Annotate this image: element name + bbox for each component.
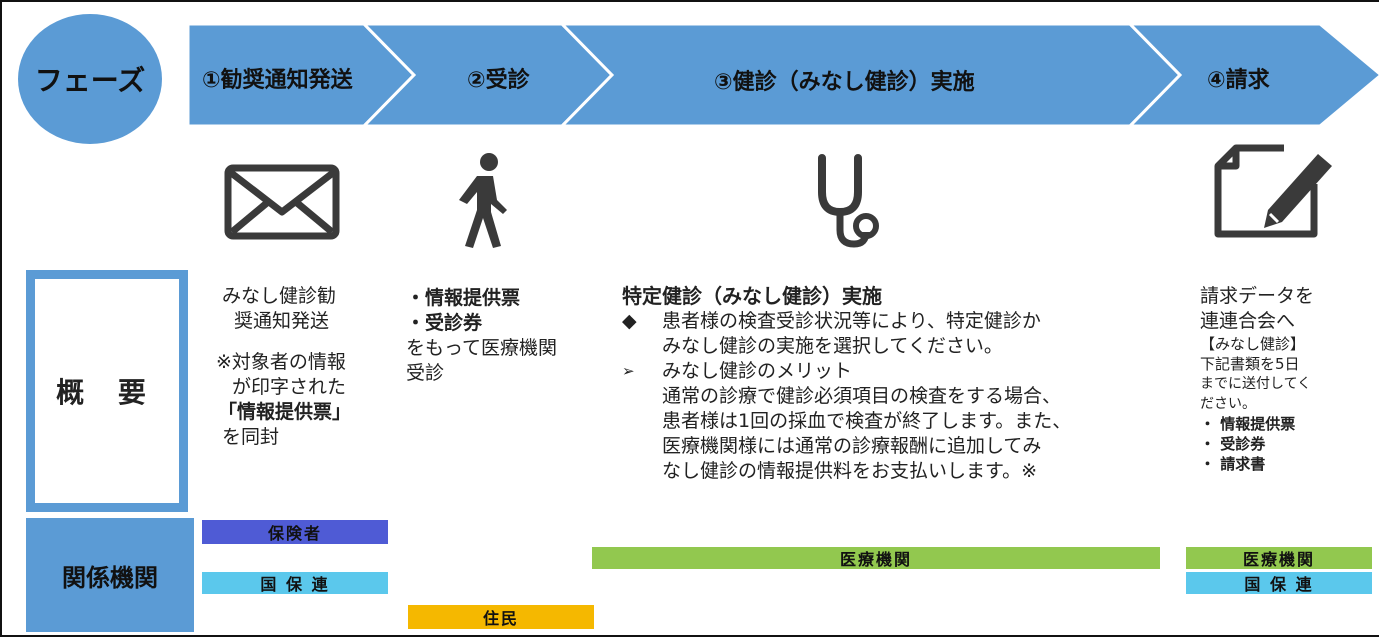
diamond-bullet-icon: ◆ xyxy=(622,310,637,332)
col4-line5: までに送付してく xyxy=(1200,376,1312,392)
col3-bullet2: ➢ みなし健診のメリット xyxy=(622,359,1071,384)
document-pen-icon xyxy=(1214,144,1338,240)
phase-label: フェーズ xyxy=(18,14,162,144)
phase-4-label: ④請求 xyxy=(1207,68,1270,93)
phase-2-label: ②受診 xyxy=(467,68,530,93)
col2-text1: をもって医療機関 xyxy=(406,337,558,359)
col1-note4: を同封 xyxy=(222,426,280,448)
col1-note2: が印字された xyxy=(232,376,347,398)
envelope-icon xyxy=(224,164,340,240)
col2-item1: ・情報提供票 xyxy=(406,287,521,309)
col2-text2: 受診 xyxy=(406,362,445,384)
col1-note1: ※対象者の情報 xyxy=(216,351,346,373)
related-orgs-row-label: 関係機関 xyxy=(26,518,194,632)
col3-bullet1-line1: 患者様の検査受診状況等により、特定健診か xyxy=(662,310,1041,332)
chevron-4 xyxy=(1126,22,1379,128)
col3-overview: 特定健診（みなし健診）実施 ◆ 患者様の検査受診状況等により、特定健診か みなし… xyxy=(622,284,1071,484)
col4-item2: ・ 受診券 xyxy=(1200,435,1266,453)
arrow-bullet-icon: ➢ xyxy=(622,362,635,380)
col4-line1: 請求データを xyxy=(1200,285,1315,307)
col3-body2: 患者様は1回の採血で検査が終了します。また、 xyxy=(662,410,1072,432)
col1-overview: みなし健診勧 奨通知発送 ※対象者の情報 が印字された 「情報提供票」 を同封 xyxy=(216,284,351,450)
medical-institution-bar: 医療機関 xyxy=(592,547,1160,569)
kokuho-bar: 国 保 連 xyxy=(202,572,388,594)
stethoscope-icon xyxy=(814,152,884,252)
col4-line6: ださい。 xyxy=(1200,396,1256,412)
col4-overview: 請求データを 連連合会へ 【みなし健診】 下記書類を5日 までに送付してく ださ… xyxy=(1200,284,1314,474)
col3-body3: 医療機関様には通常の診療報酬に追加してみ xyxy=(662,435,1042,457)
col4-line4: 下記書類を5日 xyxy=(1200,355,1300,373)
col3-bullet1-line2: みなし健診の実施を選択してください。 xyxy=(662,335,1003,357)
phase-3-label: ③健診（みなし健診）実施 xyxy=(714,70,975,95)
col4-item3: ・ 請求書 xyxy=(1200,455,1266,473)
kokuho-bar-2: 国 保 連 xyxy=(1186,572,1372,594)
col4-line2: 連連合会へ xyxy=(1200,310,1296,332)
col2-overview: ・情報提供票 ・受診券 をもって医療機関 受診 xyxy=(406,286,557,386)
col1-note3: 「情報提供票」 xyxy=(218,401,352,423)
col3-title: 特定健診（みなし健診）実施 xyxy=(622,284,882,308)
phase-1-label: ①勧奨通知発送 xyxy=(202,68,353,93)
col4-line3: 【みなし健診】 xyxy=(1200,335,1306,353)
col4-item1: ・ 情報提供票 xyxy=(1200,415,1296,433)
insurer-bar: 保険者 xyxy=(202,520,388,544)
col2-item2: ・受診券 xyxy=(406,312,483,334)
col1-line2: 奨通知発送 xyxy=(234,310,330,332)
col3-body1: 通常の診療で健診必須項目の検査をする場合、 xyxy=(662,385,1062,407)
phase-chevron-banner xyxy=(186,22,1379,128)
col3-body4: なし健診の情報提供料をお支払いします。※ xyxy=(662,460,1038,482)
col3-bullet2-line1: みなし健診のメリット xyxy=(662,360,853,382)
resident-bar: 住民 xyxy=(408,605,594,629)
medical-institution-bar-2: 医療機関 xyxy=(1186,547,1372,569)
walking-person-icon xyxy=(447,152,519,250)
overview-row-label: 概 要 xyxy=(26,270,188,512)
col3-bullet1: ◆ 患者様の検査受診状況等により、特定健診か xyxy=(622,309,1071,334)
col1-line1: みなし健診勧 xyxy=(222,285,337,307)
